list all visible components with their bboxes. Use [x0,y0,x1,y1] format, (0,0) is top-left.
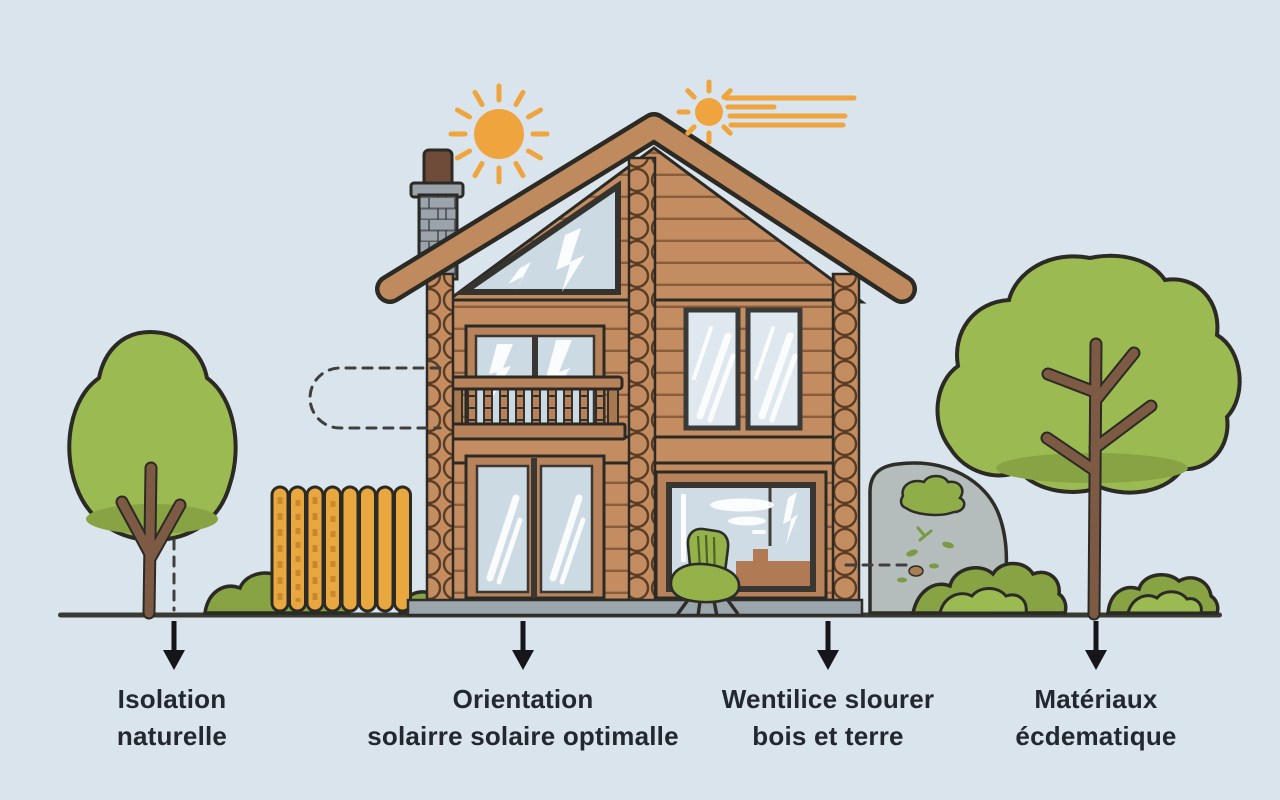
down-arrows [163,621,1107,670]
label-line: écdematique [1015,721,1177,751]
down-arrow [817,621,839,670]
french-doors [464,454,606,600]
right-tree [935,253,1242,621]
label-line: Wentilice slourer [721,684,935,714]
log-ends-left [425,272,455,604]
label-line: Matériaux [1034,684,1158,714]
right-bushes [910,561,1220,615]
foundation [406,598,864,617]
down-arrow [512,621,534,670]
label-line: Isolation [117,684,227,714]
dashed-airflow-loop [308,366,442,430]
interior-table [736,549,810,586]
log-ends-right [831,272,861,604]
triangular-gable-window [454,180,621,295]
upper-right-windows [683,307,803,431]
sun-rays [448,83,550,185]
label-line: Orientation [452,684,594,714]
label-isolation-naturelle: Isolation naturelle [117,681,227,755]
left-tree [67,329,238,620]
wind-speed-lines [723,95,857,128]
green-armchair [669,527,741,617]
sun-wind-lines-icon [676,79,857,145]
balcony [443,375,627,441]
log-ends-center [627,156,657,604]
label-materiaux: Matériaux écdematique [1015,681,1176,755]
label-orientation-solaire: Orientation solairre solaire optimalle [367,681,679,755]
down-arrow [1085,621,1107,670]
wooden-fence [270,485,412,613]
down-arrow [163,621,185,670]
label-ventilation-bois-terre: Wentilice slourer bois et terre [722,681,934,755]
log-house [375,112,917,617]
label-line: naturelle [116,721,228,751]
sun-icon [448,83,550,185]
label-line: solairre solaire optimalle [367,721,679,751]
roof [375,112,917,304]
label-line: bois et terre [752,721,904,751]
